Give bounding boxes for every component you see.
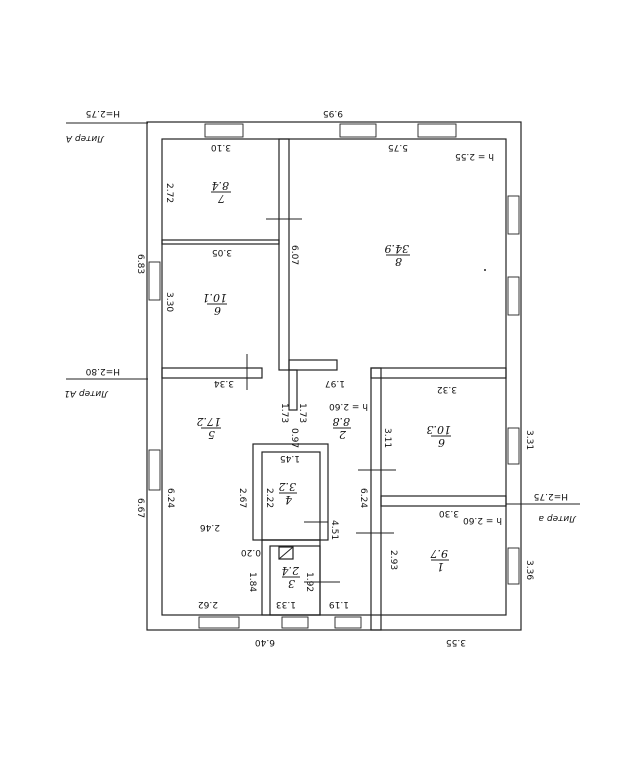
window [507,276,520,316]
dimension: 6.24 [165,488,175,508]
wall [161,367,263,379]
stair-box [278,546,294,560]
svg-text:7: 7 [218,192,225,205]
wall [288,359,338,371]
dimension: 4.51 [329,520,339,540]
stair-line [278,546,294,560]
window [339,123,377,138]
room-label: 2 8.8 [333,415,351,441]
dimension: 2.62 [198,599,218,609]
liter-label: Литер А [66,133,105,143]
wall [370,367,382,631]
dimension: 3.34 [214,378,234,388]
dimension: 3.55 [446,637,466,647]
dimension: 9.95 [323,108,343,118]
svg-text:8.4: 8.4 [212,179,230,192]
liter-label: Литер А1 [64,388,109,398]
window [281,616,309,629]
dimension: 1.84 [247,572,257,592]
dimension: 6.07 [289,245,299,265]
dimension: 1.73 [297,403,307,423]
dimension: 3.11 [382,428,392,448]
dimension: 2.22 [264,488,274,508]
dimension: 3.30 [164,292,174,312]
svg-text:2.4: 2.4 [282,564,301,577]
svg-text:10.1: 10.1 [203,291,228,304]
window [334,616,362,629]
wall [161,239,280,245]
dimension: 3.30 [439,508,459,518]
wall [370,367,507,379]
room-label: 1 9.7 [431,547,449,573]
liter-label: Литер а [539,513,578,523]
height-label: Н=2.75 [86,108,120,118]
dimension: 0.20 [241,547,261,557]
height-label: h = 2.55 [455,151,494,161]
dimension: 3.10 [211,142,231,152]
dimension: 2.67 [237,488,247,508]
svg-text:8.8: 8.8 [333,415,351,428]
wall [380,495,507,507]
svg-text:4: 4 [285,493,293,506]
dimension: 6.24 [358,488,368,508]
dimension: 1.92 [304,572,314,592]
svg-text:2: 2 [339,428,347,441]
window [148,261,161,301]
outer-wall-inner [161,138,507,616]
window [148,449,161,491]
svg-text:17.2: 17.2 [197,415,222,428]
dimension: 1.19 [329,599,349,609]
dimension: 1.45 [280,453,300,463]
room-label: 5 17.2 [197,415,222,441]
svg-text:3: 3 [288,577,295,590]
dimension: 1.73 [279,403,289,423]
window [507,547,520,585]
dimension: 2.93 [388,550,398,570]
dimension: 0.97 [289,428,299,448]
room-label: 3 2.4 [282,564,301,590]
dimension: 1.97 [325,378,345,388]
dimension: 3.31 [524,430,534,450]
room-label: 4 3.2 [279,480,297,506]
height-label: h = 2.60 [329,401,368,411]
svg-text:6: 6 [438,436,445,449]
svg-text:8: 8 [395,255,402,268]
dimension: 3.36 [524,560,534,580]
dimension: 2.46 [200,522,220,532]
svg-text:1: 1 [437,560,444,573]
wall [288,369,298,411]
dimension: 3.05 [212,247,232,257]
room-label: 8 34.9 [385,242,410,268]
room-label: 7 8.4 [211,179,231,205]
svg-text:6: 6 [214,304,221,317]
window [417,123,457,138]
svg-text:5: 5 [208,428,215,441]
height-label: Н=2.75 [534,491,568,501]
dimension: 5.75 [388,142,408,152]
dimension: 3.32 [437,384,457,394]
room-label: 6 10.1 [203,291,228,317]
dimension: 1.33 [276,599,296,609]
height-label: Н=2.80 [85,366,120,376]
svg-text:3.2: 3.2 [279,480,297,493]
wall [278,138,290,371]
svg-text:34.9: 34.9 [385,242,410,255]
room-label: 6 10.3 [427,423,452,449]
dimension: 6.83 [135,254,145,274]
window [507,195,520,235]
dimension: 6.40 [255,637,275,647]
svg-text:10.3: 10.3 [427,423,452,436]
outer-wall-outer [146,121,522,631]
window [198,616,240,629]
height-label: h = 2.60 [463,515,502,525]
svg-text:9.7: 9.7 [431,547,449,560]
dimension: 2.72 [164,183,174,203]
window [507,427,520,465]
dimension: 6.67 [135,498,145,518]
mark-dot [484,269,486,271]
window [204,123,244,138]
